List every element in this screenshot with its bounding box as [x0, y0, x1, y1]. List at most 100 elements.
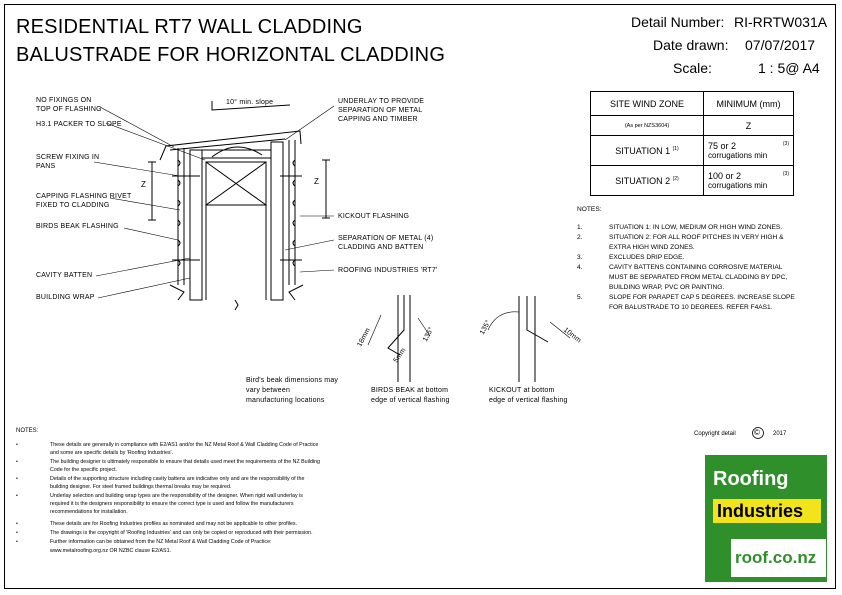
blocking [205, 161, 267, 206]
bullet: • [16, 493, 18, 499]
label-z-left: Z [141, 180, 146, 189]
leader [99, 106, 175, 148]
label-screw-2: PANS [36, 163, 56, 170]
bottom-note-line: Details of the supporting structure incl… [50, 476, 305, 482]
label-underlay-1: UNDERLAY TO PROVIDE [338, 98, 425, 105]
kickout-title-1: KICKOUT at bottom [489, 387, 555, 394]
bullet: • [16, 476, 18, 482]
situation-2-value-cell: 100 or 2 (3) corrugations min [703, 165, 794, 196]
label-underlay-2: SEPARATION OF METAL [338, 107, 423, 114]
label-screw-1: SCREW FIXING IN [36, 154, 100, 161]
bullet: • [16, 459, 18, 465]
birds-beak-caption-1: Bird's beak dimensions may [246, 377, 339, 384]
birds-beak-caption-3: manufacturing locations [246, 397, 325, 404]
slope-indicator [211, 101, 291, 111]
date-drawn-label: Date drawn: [653, 37, 729, 53]
right-note-text: SITUATION 1: IN LOW, MEDIUM OR HIGH WIND… [609, 224, 783, 231]
underlay-line [169, 138, 286, 151]
title-line-1: RESIDENTIAL RT7 WALL CLADDING [16, 16, 363, 38]
base-flashings [169, 284, 304, 301]
right-note-text: MUST BE SEPARATED FROM METAL CLADDING BY… [609, 274, 788, 281]
right-note-num: 3. [577, 254, 583, 261]
kickout-detail [487, 296, 571, 382]
break-line [234, 299, 239, 311]
bottom-note-line: Further information can be obtained from… [50, 539, 272, 545]
scale-label: Scale: [673, 60, 712, 76]
roofing-industries-logo: Roofing Industries roof.co.nz [705, 455, 827, 582]
situation-2-value: 100 or 2 [708, 171, 742, 181]
label-z-right: Z [314, 177, 319, 186]
wind-table-row: SITUATION 2 (2) 100 or 2 (3) corrugation… [590, 165, 794, 196]
right-note-num: 1. [577, 224, 583, 231]
right-note-text: CAVITY BATTENS CONTAINING CORROSIVE MATE… [609, 264, 783, 271]
situation-1-value-cell: 75 or 2 (3) corrugations min [703, 135, 794, 166]
label-cavity-batten: CAVITY BATTEN [36, 272, 93, 279]
situation-1-label: SITUATION 1 [615, 145, 671, 156]
kickout-flashing [518, 296, 549, 382]
right-note-text: SITUATION 2: FOR ALL ROOF PITCHES IN VER… [609, 234, 784, 241]
wind-table-col1-header: SITE WIND ZONE [590, 91, 704, 116]
birds-beak-title-1: BIRDS BEAK at bottom [371, 387, 449, 394]
detail-number-label: Detail Number: [631, 14, 725, 30]
label-no-fixings-1: NO FIXINGS ON [36, 97, 92, 104]
bottom-note-line: recommendations for installation. [50, 509, 128, 515]
leader [109, 197, 181, 211]
minimum-mm-label: MINIMUM (mm) [716, 98, 781, 109]
leader [299, 269, 335, 273]
leader-lines [93, 105, 335, 299]
logo-white-band [731, 539, 826, 577]
bottom-note-line: These details are generally in complianc… [50, 442, 319, 448]
leader [97, 277, 191, 299]
label-separation-2: CLADDING AND BATTEN [338, 244, 424, 251]
leader [284, 105, 335, 141]
label-capping-2: FIXED TO CLADDING [36, 202, 110, 209]
logo-line-1: Roofing [713, 468, 789, 490]
bottom-note-line: www.metalroofing.org.nz OR NZBC clause E… [50, 548, 171, 554]
label-no-fixings-2: TOP OF FLASHING [36, 106, 102, 113]
logo-url: roof.co.nz [735, 548, 817, 567]
label-packer: H3.1 PACKER TO SLOPE [36, 121, 122, 128]
balustrade-section [148, 101, 330, 311]
bottom-note-line: and some are specific details by 'Roofin… [50, 450, 174, 456]
situation-1-sup: (1) [672, 145, 679, 152]
copyright-text: Copyright detail [694, 431, 736, 437]
label-kickout: KICKOUT FLASHING [338, 213, 410, 220]
leader [105, 122, 206, 161]
kickout-dim-line [549, 321, 571, 339]
sheet-border [4, 4, 836, 589]
packer [211, 146, 263, 158]
wind-zone-table: SITE WIND ZONE MINIMUM (mm) (As per NZS3… [590, 91, 794, 196]
bottom-note-line: building designer. For steel framed buil… [50, 484, 232, 490]
bullet: • [16, 530, 18, 536]
situation-2-label: SITUATION 2 [615, 175, 671, 186]
kickout-angle-arc [487, 311, 520, 331]
label-building-wrap: BUILDING WRAP [36, 294, 95, 301]
right-note-text: EXCLUDES DRIP EDGE. [609, 254, 685, 261]
right-note-text: BUILDING WRAP, PVC OR PAINTING. [609, 284, 725, 291]
leader [93, 161, 181, 177]
copyright-symbol: © [754, 428, 760, 437]
left-corrugations [177, 159, 181, 267]
scale-value: 1 : 5@ A4 [758, 60, 820, 76]
label-roofing-rt7: ROOFING INDUSTRIES 'RT7' [338, 267, 438, 274]
situation-1-cell: SITUATION 1 (1) [590, 135, 704, 166]
date-drawn-value: 07/07/2017 [745, 37, 816, 53]
right-corrugations [292, 159, 296, 267]
kickout-title-2: edge of vertical flashing [489, 397, 568, 404]
right-note-num: 5. [577, 294, 583, 301]
copyright-circle [752, 427, 764, 439]
right-note-text: FOR BALUSTRADE TO 10 DEGREES. REFER F4AS… [609, 304, 773, 311]
blocking-cross [205, 161, 267, 206]
birds-beak-caption-2: vary between [246, 387, 291, 394]
label-birds-beak: BIRDS BEAK FLASHING [36, 223, 119, 230]
bullet: • [16, 539, 18, 545]
birds-beak-flashing [387, 295, 405, 382]
logo-line-2: Industries [717, 501, 804, 521]
right-note-num: 2. [577, 234, 583, 241]
right-note-num: 4. [577, 264, 583, 271]
situation-2-cell: SITUATION 2 (2) [590, 165, 704, 196]
title-line-2: BALUSTRADE FOR HORIZONTAL CLADDING [16, 44, 446, 66]
bullet: • [16, 442, 18, 448]
